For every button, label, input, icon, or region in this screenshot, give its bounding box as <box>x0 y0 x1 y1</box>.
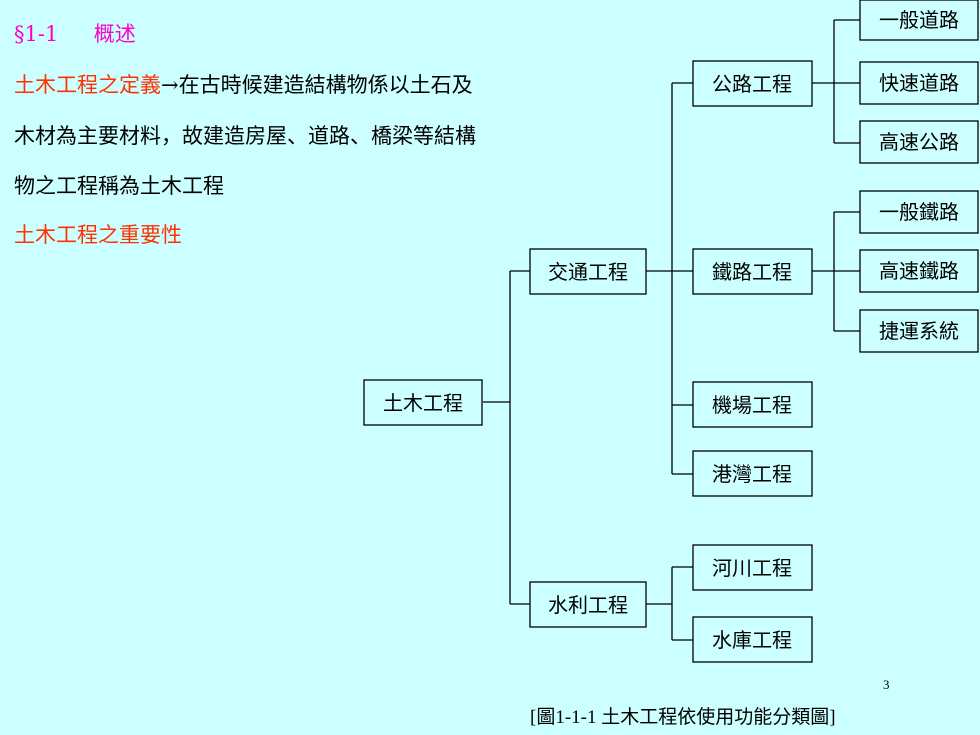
definition-text-1: 在古時候建造結構物係以土石及 <box>178 73 473 97</box>
definition-line-3: 物之工程稱為土木工程 <box>14 174 224 198</box>
node-metro-label: 捷運系統 <box>879 319 959 343</box>
node-transport-label: 交通工程 <box>548 260 628 284</box>
node-river: 河川工程 <box>692 544 813 591</box>
page-number: 3 <box>883 677 890 692</box>
node-general-road-label: 一般道路 <box>879 8 959 32</box>
node-highway: 公路工程 <box>692 60 813 107</box>
definition-line-1: 土木工程之定義→在古時候建造結構物係以土石及 <box>14 69 473 99</box>
node-railway: 鐵路工程 <box>692 248 813 295</box>
node-airport-label: 機場工程 <box>712 393 792 417</box>
node-river-label: 河川工程 <box>712 556 792 580</box>
node-general-rail: 一般鐵路 <box>859 190 979 234</box>
node-metro: 捷運系統 <box>859 309 979 353</box>
node-root: 土木工程 <box>363 379 483 426</box>
node-harbor-label: 港灣工程 <box>712 462 792 486</box>
section-number: §1-1 <box>14 22 59 46</box>
figure-caption: [圖1-1-1 土木工程依使用功能分類圖] <box>530 707 836 728</box>
importance-heading: 土木工程之重要性 <box>14 223 182 247</box>
definition-term: 土木工程之定義 <box>14 73 161 97</box>
node-general-rail-label: 一般鐵路 <box>879 200 959 224</box>
tree-connectors <box>483 19 860 641</box>
node-reservoir-label: 水庫工程 <box>712 628 792 652</box>
node-reservoir: 水庫工程 <box>692 616 813 663</box>
section-heading: §1-1 概述 <box>14 18 136 48</box>
node-high-speed-rail-label: 高速鐵路 <box>879 259 959 283</box>
node-railway-label: 鐵路工程 <box>712 260 792 284</box>
definition-line-2: 木材為主要材料，故建造房屋、道路、橋梁等結構 <box>14 124 476 148</box>
node-high-speed-rail: 高速鐵路 <box>859 249 979 293</box>
node-water-label: 水利工程 <box>548 593 628 617</box>
node-general-road: 一般道路 <box>859 0 979 41</box>
node-transport: 交通工程 <box>529 248 647 295</box>
node-highway-label: 公路工程 <box>712 72 792 96</box>
section-title: 概述 <box>93 22 136 46</box>
node-airport: 機場工程 <box>692 381 813 428</box>
node-freeway: 高速公路 <box>859 120 979 164</box>
node-harbor: 港灣工程 <box>692 450 813 497</box>
node-freeway-label: 高速公路 <box>879 130 959 154</box>
node-root-label: 土木工程 <box>383 391 463 415</box>
node-expressway-label: 快速道路 <box>879 71 959 95</box>
node-water: 水利工程 <box>529 581 647 628</box>
definition-arrow: → <box>161 73 179 97</box>
node-expressway: 快速道路 <box>859 61 979 105</box>
